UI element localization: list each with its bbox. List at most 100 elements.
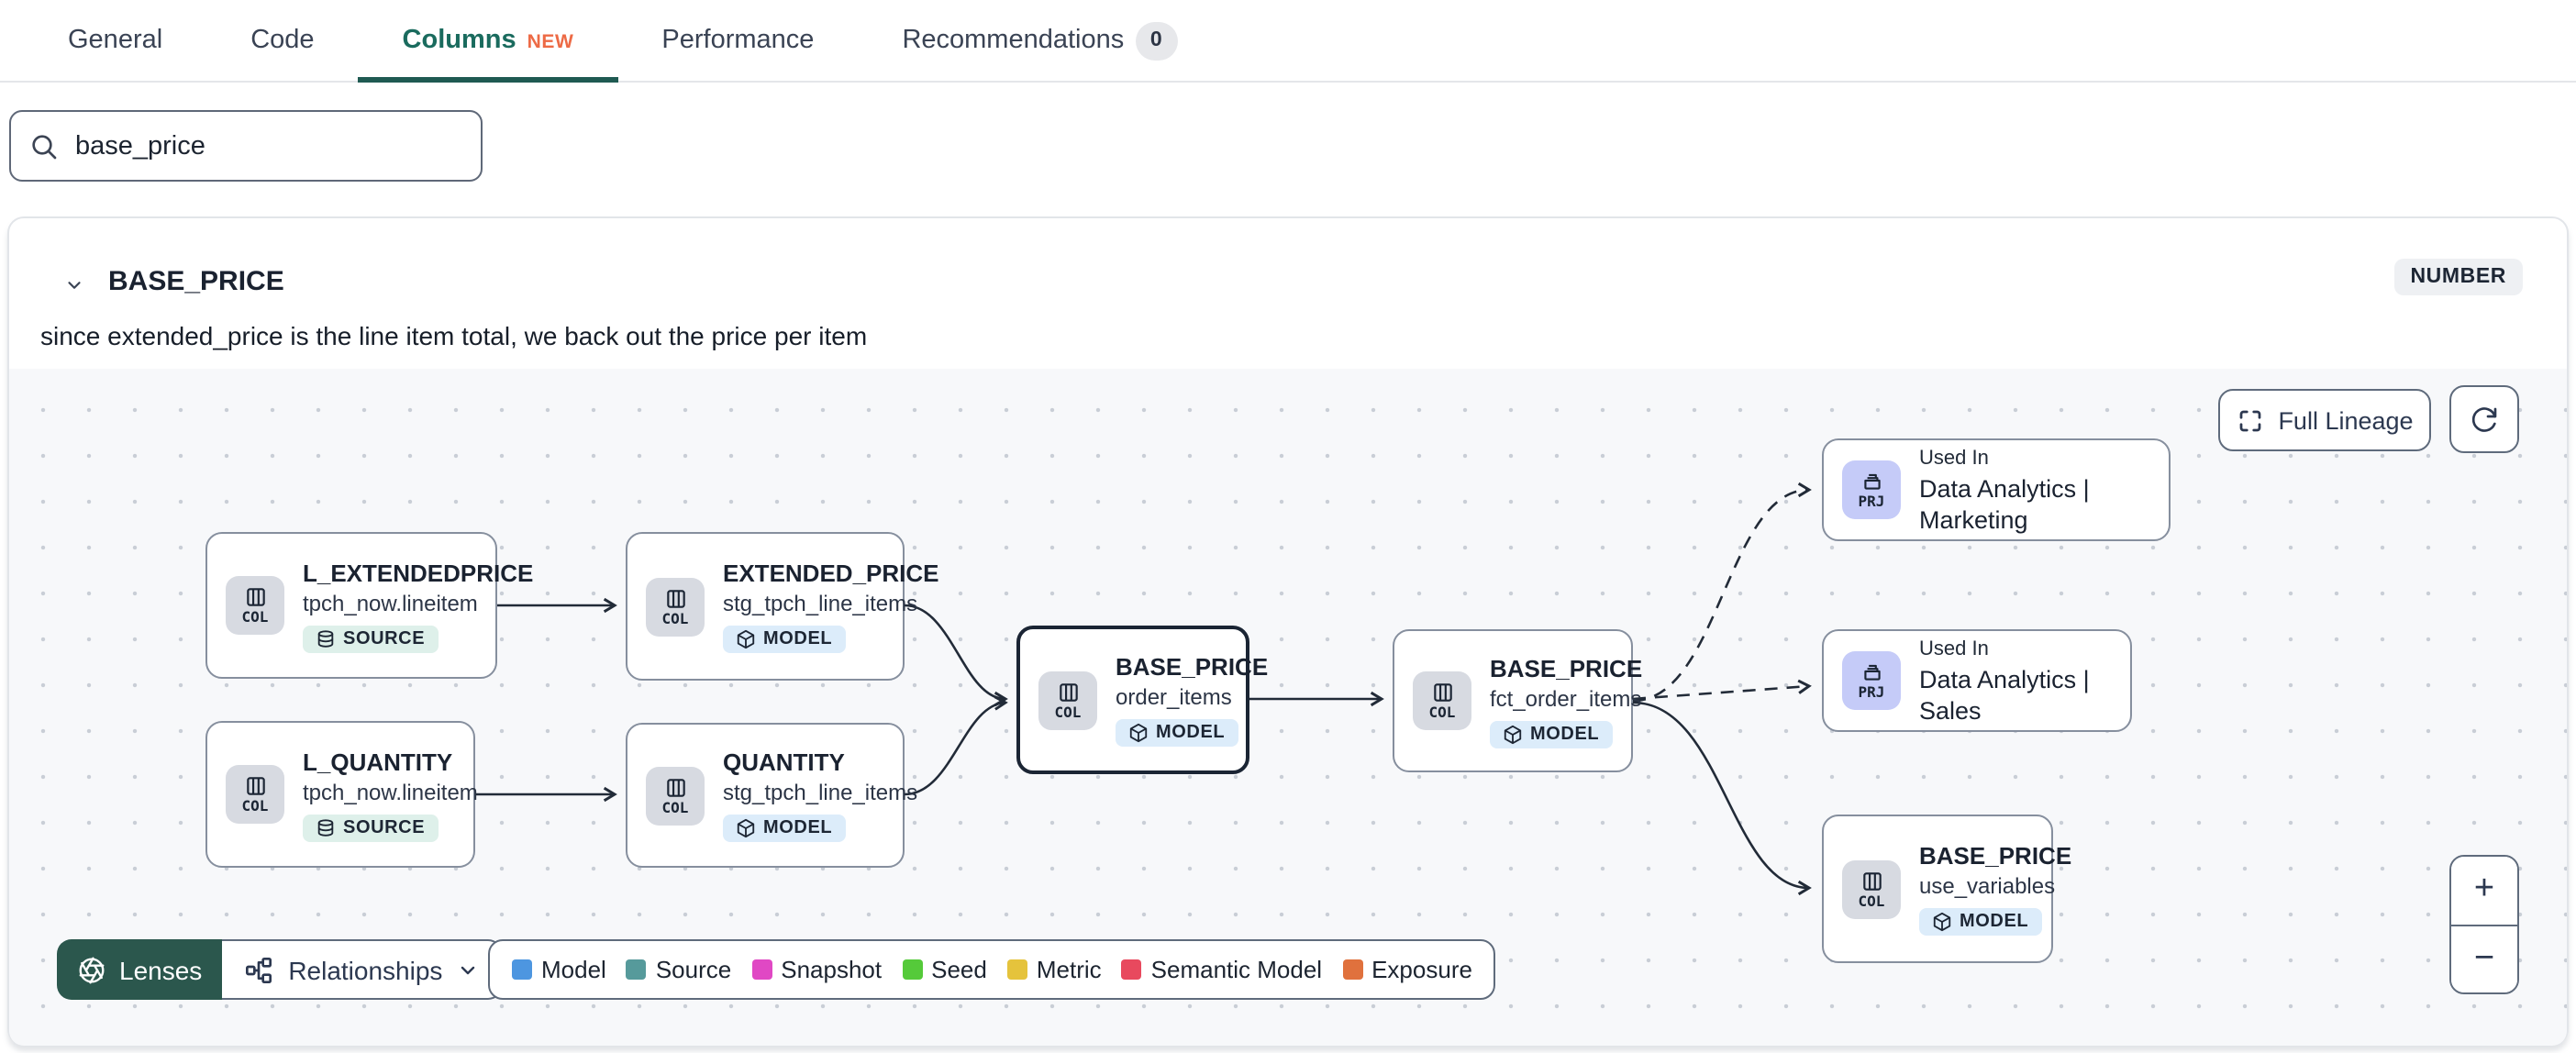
zoom-in-button[interactable]: + — [2451, 857, 2517, 926]
collapse-chevron-icon[interactable] — [59, 270, 88, 299]
aperture-icon — [79, 956, 105, 983]
cube-icon — [737, 629, 755, 649]
tab-recommendations[interactable]: Recommendations 0 — [858, 0, 1221, 81]
column-panel-header: BASE_PRICE NUMBER since extended_price i… — [9, 218, 2567, 369]
refresh-icon — [2471, 406, 2497, 431]
zoom-controls: + − — [2449, 855, 2519, 994]
legend-swatch — [626, 959, 647, 980]
cube-icon — [737, 818, 755, 838]
legend-item-snapshot: Snapshot — [751, 956, 882, 983]
tab-label: Recommendations — [902, 26, 1125, 55]
used-in-label: Used In — [1919, 447, 1989, 469]
project-icon: PRJ — [1842, 460, 1901, 519]
source-badge: SOURCE — [303, 625, 439, 652]
zoom-out-button[interactable]: − — [2451, 926, 2517, 992]
full-lineage-button[interactable]: Full Lineage — [2218, 389, 2431, 451]
search-input[interactable] — [75, 131, 442, 161]
lineage-node-extended-price[interactable]: COL EXTENDED_PRICE stg_tpch_line_items M… — [626, 532, 939, 681]
legend-item-metric: Metric — [1006, 956, 1102, 983]
lineage-node-l-extendedprice[interactable]: COL L_EXTENDEDPRICE tpch_now.lineitem SO… — [205, 532, 533, 679]
node-subtitle: order_items — [1116, 684, 1232, 710]
edge — [904, 695, 1008, 796]
badge-label: SOURCE — [343, 628, 426, 648]
col-icon-label: COL — [1054, 704, 1082, 720]
lineage-node-base-price-order-items[interactable]: COL BASE_PRICE order_items MODEL — [1016, 626, 1268, 774]
used-in-name: Data Analytics | Sales — [1919, 665, 2090, 724]
new-badge: NEW — [527, 30, 574, 52]
column-icon: COL — [226, 576, 284, 635]
badge-label: MODEL — [763, 629, 833, 649]
project-icon: PRJ — [1842, 651, 1901, 710]
legend-swatch — [1121, 959, 1142, 980]
cube-icon — [1933, 912, 1951, 932]
refresh-button[interactable] — [2449, 385, 2519, 453]
relationships-dropdown[interactable]: Relationships — [222, 939, 504, 1000]
badge-label: MODEL — [1530, 724, 1600, 744]
model-badge: MODEL — [1919, 908, 2042, 936]
node-title: BASE_PRICE — [1116, 653, 1269, 681]
col-icon-label: COL — [661, 799, 689, 815]
legend-item-seed: Seed — [902, 956, 987, 983]
tab-general[interactable]: General — [24, 0, 206, 81]
legend-item-exposure: Exposure — [1342, 956, 1472, 983]
column-icon: COL — [646, 577, 705, 636]
column-icon: COL — [1842, 859, 1901, 918]
lineage-canvas[interactable]: COL L_EXTENDEDPRICE tpch_now.lineitem SO… — [9, 369, 2567, 1046]
edge — [1632, 482, 1812, 703]
database-icon — [317, 818, 334, 836]
legend-item-semantic-model: Semantic Model — [1121, 956, 1323, 983]
lineage-node-used-in-sales[interactable]: PRJ Used In Data Analytics | Sales — [1822, 629, 2132, 732]
tab-code[interactable]: Code — [206, 0, 358, 81]
tab-bar: General Code Columns NEW Performance Rec… — [0, 0, 2576, 83]
tab-label: Performance — [661, 26, 815, 55]
search-box[interactable] — [9, 110, 483, 182]
badge-label: MODEL — [763, 818, 833, 838]
chevron-down-icon — [461, 965, 475, 974]
column-name: BASE_PRICE — [108, 266, 284, 297]
lineage-node-quantity[interactable]: COL QUANTITY stg_tpch_line_items MODEL — [626, 723, 917, 868]
legend-label: Semantic Model — [1150, 956, 1323, 983]
lenses-label: Lenses — [119, 955, 203, 984]
legend-item-source: Source — [626, 956, 731, 983]
node-title: QUANTITY — [723, 748, 845, 776]
recommendations-count-badge: 0 — [1135, 21, 1178, 60]
cube-icon — [1504, 724, 1522, 744]
lineage-node-base-price-fct-order-items[interactable]: COL BASE_PRICE fct_order_items MODEL — [1393, 629, 1642, 772]
legend-label: Seed — [931, 956, 987, 983]
legend-swatch — [751, 959, 772, 980]
full-lineage-label: Full Lineage — [2278, 406, 2414, 434]
lineage-node-base-price-use-variables[interactable]: COL BASE_PRICE use_variables MODEL — [1822, 815, 2071, 963]
search-icon — [32, 134, 57, 159]
legend-swatch — [902, 959, 923, 980]
search-row — [0, 83, 2576, 182]
cube-icon — [1129, 723, 1148, 743]
node-subtitle: tpch_now.lineitem — [303, 590, 478, 615]
tab-performance[interactable]: Performance — [617, 0, 858, 81]
column-icon: COL — [1413, 671, 1471, 730]
badge-label: MODEL — [1156, 723, 1226, 743]
column-description: since extended_price is the line item to… — [40, 321, 868, 350]
node-title: BASE_PRICE — [1490, 654, 1643, 682]
lineage-node-used-in-marketing[interactable]: PRJ Used In Data Analytics | Marketing — [1822, 438, 2171, 541]
col-icon-label: COL — [241, 609, 269, 626]
lenses-button[interactable]: Lenses — [57, 939, 223, 1000]
edge — [1632, 701, 1812, 896]
badge-label: MODEL — [1960, 912, 2029, 932]
node-subtitle: stg_tpch_line_items — [723, 591, 918, 616]
tab-label: Code — [250, 26, 315, 55]
node-title: L_QUANTITY — [303, 748, 453, 775]
lineage-legend: Model Source Snapshot Seed Metric Semant… — [488, 939, 1496, 1000]
node-title: L_EXTENDEDPRICE — [303, 559, 534, 586]
col-icon-label: COL — [661, 610, 689, 626]
legend-swatch — [1342, 959, 1363, 980]
tab-columns[interactable]: Columns NEW — [358, 0, 619, 83]
used-in-label: Used In — [1919, 637, 1989, 660]
prj-icon-label: PRJ — [1858, 493, 1885, 510]
node-subtitle: stg_tpch_line_items — [723, 780, 918, 805]
node-subtitle: tpch_now.lineitem — [303, 779, 478, 804]
col-icon-label: COL — [1858, 892, 1885, 909]
model-badge: MODEL — [723, 626, 846, 653]
lineage-node-l-quantity[interactable]: COL L_QUANTITY tpch_now.lineitem SOURCE — [205, 721, 478, 868]
lenses-relationships-group: Lenses Relationships — [57, 939, 504, 1000]
column-type-badge: NUMBER — [2393, 259, 2523, 295]
